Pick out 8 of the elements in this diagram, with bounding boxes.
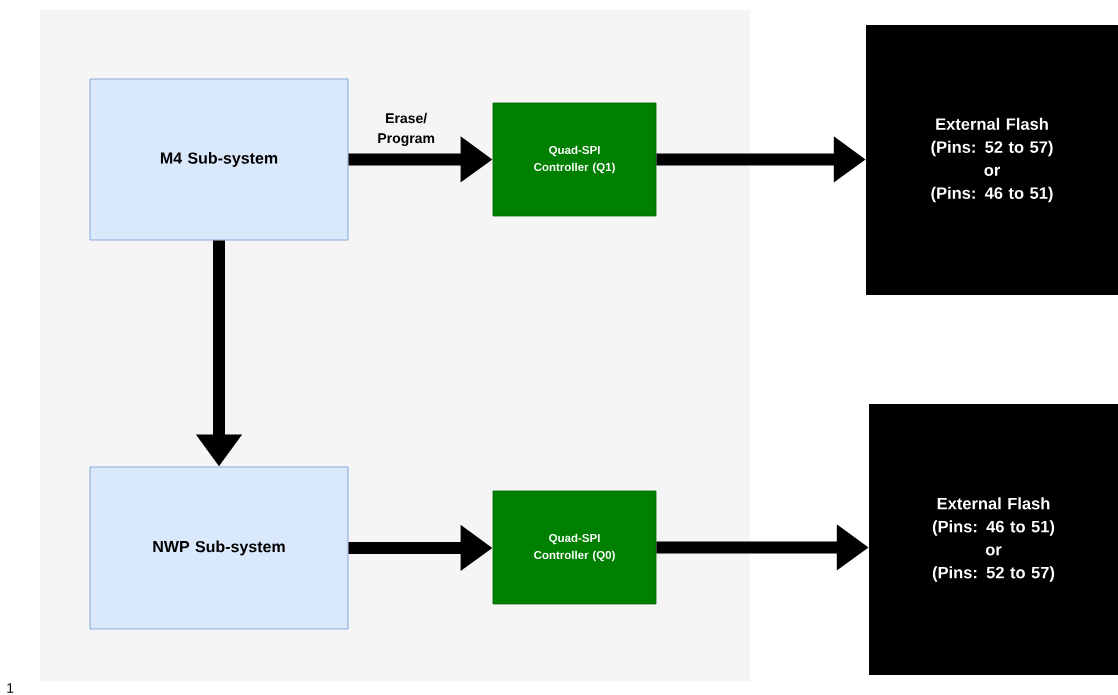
- controller-box: Quad-SPI Controller (Q0): [492, 490, 657, 605]
- flash-box: External Flash (Pins: 52 to 57) or (Pins: 46 to 51): [866, 25, 1118, 295]
- page-number: 1: [7, 683, 14, 693]
- flash-box: External Flash (Pins: 46 to 51) or (Pins: 52 to 57): [869, 404, 1118, 675]
- edge-label: Erase/ Program: [378, 112, 435, 146]
- process-box: M4 Sub-system: [89, 78, 349, 241]
- process-box: NWP Sub-system: [89, 466, 349, 630]
- controller-box: Quad-SPI Controller (Q1): [492, 102, 657, 217]
